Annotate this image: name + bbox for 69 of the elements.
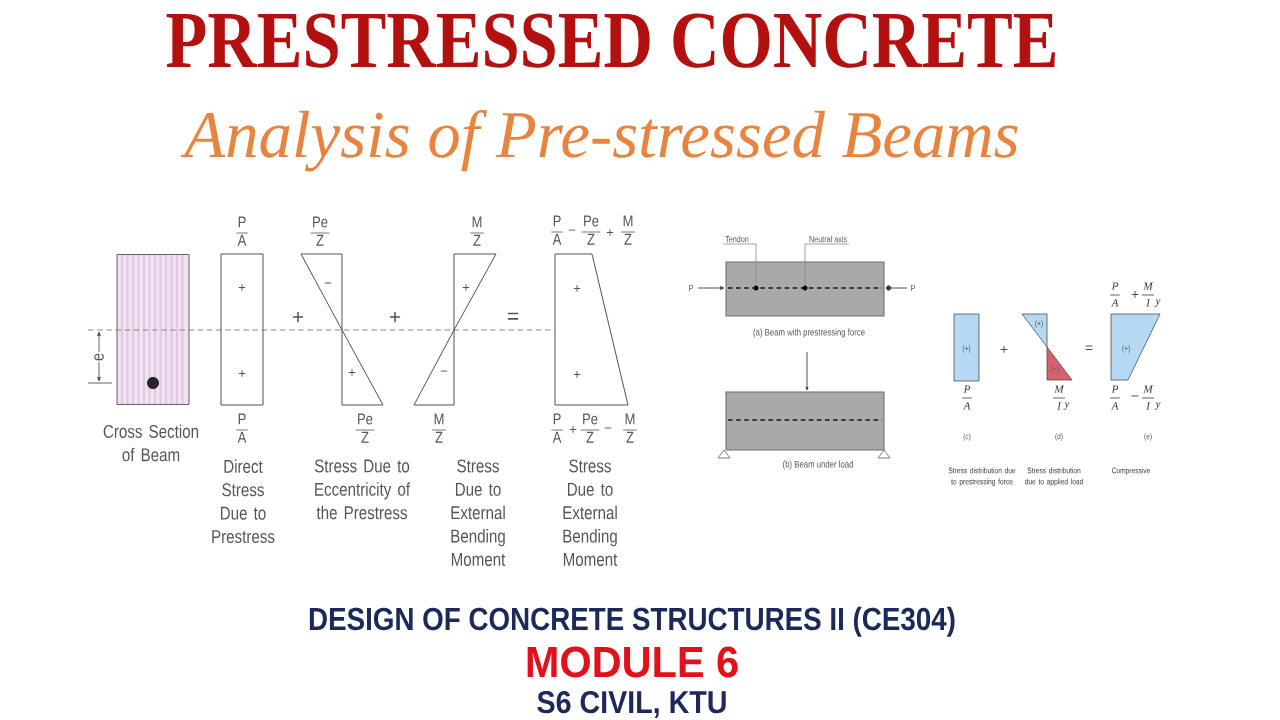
stress-diagram: (+) (−) bbox=[1021, 313, 1073, 381]
panel-label: (d) bbox=[1055, 433, 1063, 441]
fraction: P A bbox=[235, 413, 249, 443]
description-text: Stress Due to External Bending Moment bbox=[451, 459, 506, 566]
operator-sign: + bbox=[606, 229, 614, 236]
fraction: M I bbox=[1141, 282, 1155, 307]
operator-sign: − bbox=[568, 229, 576, 231]
fraction: Pe Z bbox=[355, 413, 375, 443]
leader-line bbox=[723, 243, 757, 286]
fraction: Pe Z bbox=[581, 215, 601, 245]
operator-sign: = bbox=[507, 312, 519, 320]
description-text: (b) Beam under load bbox=[783, 460, 853, 470]
operator-sign: − bbox=[1131, 395, 1139, 397]
description-text: Cross Section of Beam bbox=[103, 424, 199, 462]
callout-label: Tendon bbox=[725, 235, 749, 243]
description-text: (a) Beam with prestressing force bbox=[753, 328, 865, 338]
fraction: M Z bbox=[431, 413, 447, 443]
description-text: Stress distribution due to applied load bbox=[1025, 467, 1083, 486]
description-text: Stress Due to Eccentricity of the Prestress bbox=[314, 459, 411, 520]
fraction: Pe Z bbox=[310, 216, 330, 246]
variable-label: y bbox=[1154, 299, 1161, 307]
fraction: P A bbox=[1109, 385, 1121, 410]
panel-label: (c) bbox=[963, 433, 971, 441]
fraction: Pe Z bbox=[580, 413, 600, 443]
stress-diagram: (+) bbox=[1110, 313, 1161, 381]
axis-point bbox=[802, 285, 808, 291]
cross-section-box bbox=[116, 254, 190, 405]
description-text: Compressive bbox=[1112, 467, 1151, 475]
fraction: M Z bbox=[622, 413, 638, 443]
title: PRESTRESSED CONCRETE bbox=[166, 13, 1055, 68]
variable-label: y bbox=[1063, 402, 1070, 410]
stress-diagram: + + bbox=[220, 253, 264, 406]
class-label: S6 CIVIL, KTU bbox=[537, 691, 726, 718]
tendon-point bbox=[753, 285, 759, 291]
stress-diagram: + + bbox=[554, 253, 629, 406]
fraction: P A bbox=[550, 215, 564, 245]
node-label: − bbox=[440, 370, 448, 372]
operator-sign: = bbox=[1085, 345, 1093, 351]
operator-sign: + bbox=[569, 426, 577, 433]
callout-label: Neutral axis bbox=[809, 235, 847, 243]
subtitle: Analysis of Pre-stressed Beams bbox=[180, 110, 1018, 172]
variable-label: y bbox=[1154, 402, 1161, 410]
stress-diagram: (+) bbox=[953, 313, 980, 382]
dimension-label: e bbox=[93, 351, 105, 363]
node-label: + bbox=[348, 369, 356, 376]
force-label: P bbox=[689, 285, 693, 292]
operator-sign: − bbox=[604, 427, 612, 429]
fraction: M Z bbox=[469, 216, 485, 246]
fraction: P A bbox=[1109, 282, 1121, 307]
module-heading: MODULE 6 bbox=[527, 646, 738, 678]
force-label: P bbox=[911, 285, 915, 292]
panel-label: (e) bbox=[1144, 433, 1152, 441]
fraction: M Z bbox=[620, 215, 636, 245]
leader-line bbox=[804, 243, 850, 286]
description-text: Stress Due to External Bending Moment bbox=[563, 459, 618, 566]
beam bbox=[725, 261, 885, 317]
operator-sign: + bbox=[389, 311, 401, 323]
course-title: DESIGN OF CONCRETE STRUCTURES II (CE304) bbox=[309, 606, 955, 637]
operator-sign: + bbox=[1000, 345, 1008, 353]
fraction: P A bbox=[961, 385, 973, 410]
fraction: M I bbox=[1141, 385, 1155, 410]
beam bbox=[725, 391, 885, 451]
fraction: P A bbox=[550, 413, 564, 443]
fraction: P A bbox=[235, 216, 249, 246]
description-text: Direct Stress Due to Prestress bbox=[212, 459, 275, 544]
operator-sign: + bbox=[1131, 290, 1139, 298]
stress-diagram: + − bbox=[413, 253, 497, 406]
description-text: Stress distribution due to prestressing force bbox=[948, 467, 1016, 486]
node-label: (+) bbox=[1035, 320, 1043, 328]
